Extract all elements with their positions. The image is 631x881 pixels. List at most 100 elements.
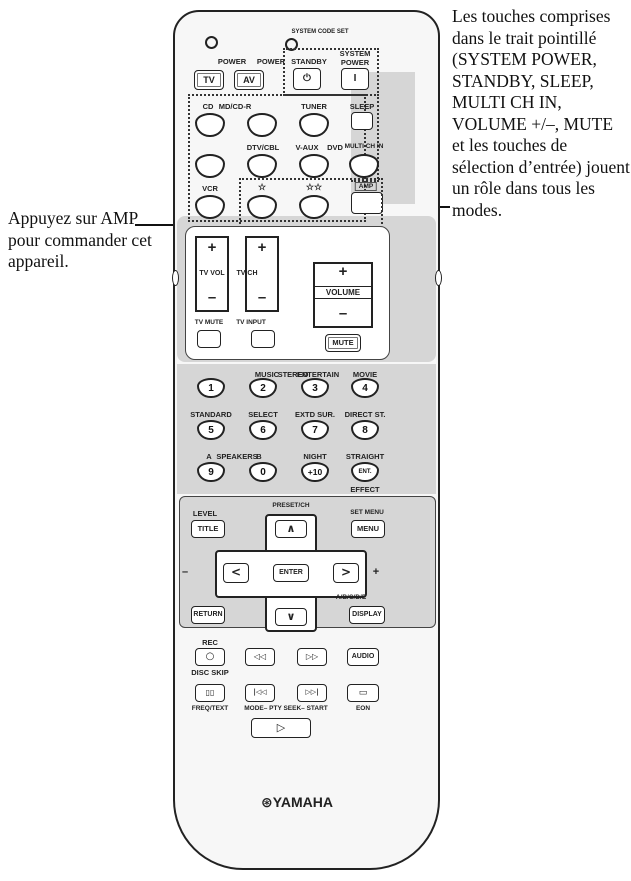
label-amp: AMP: [354, 182, 378, 191]
label-standby: STANDBY: [291, 57, 327, 66]
power-bar-icon: I: [353, 73, 357, 84]
tv-vol-minus-button[interactable]: –: [207, 289, 217, 306]
left-side-notch: [172, 270, 179, 286]
play-button[interactable]: ▷: [251, 718, 311, 738]
label-set-menu: SET MENU: [350, 509, 384, 516]
md-cdr-button[interactable]: [247, 113, 277, 137]
num-0-button[interactable]: 0: [249, 462, 277, 482]
num-5-button[interactable]: 5: [197, 420, 225, 440]
label-mode-pty: MODE– PTY SEEK– START: [244, 705, 328, 712]
label-nav-minus: –: [181, 566, 189, 578]
label-tv-mute: TV MUTE: [194, 319, 224, 326]
num-6-button[interactable]: 6: [249, 420, 277, 440]
cd-button[interactable]: [195, 113, 225, 137]
ent-button[interactable]: ENT.: [351, 462, 379, 482]
label-tv-ch: TV CH: [236, 270, 258, 277]
skip-forward-icon: ▷▷|: [305, 688, 319, 696]
num-plus10-button[interactable]: +10: [301, 462, 329, 482]
label-multi-ch-in: MULTI CH IN: [344, 143, 384, 150]
tv-input-rect-button[interactable]: [251, 330, 275, 348]
tv-button[interactable]: TV: [194, 70, 224, 90]
num-4-button[interactable]: 4: [351, 378, 379, 398]
mute-button[interactable]: MUTE: [325, 334, 361, 352]
dotted-outline-system-power: [283, 48, 379, 96]
return-button[interactable]: RETURN: [191, 606, 225, 624]
star2-button[interactable]: [299, 195, 329, 219]
label-system-power: POWER: [340, 58, 370, 67]
label-disc-skip: DISC SKIP: [191, 668, 229, 677]
label-v-aux: V-AUX: [295, 143, 319, 152]
rewind-icon: ◁◁: [253, 652, 267, 661]
menu-button[interactable]: MENU: [351, 520, 385, 538]
label-level: LEVEL: [192, 509, 218, 518]
rewind-button[interactable]: ◁◁: [245, 648, 275, 666]
rec-button[interactable]: ○: [195, 648, 225, 666]
tv-mute-button[interactable]: [197, 330, 221, 348]
dpad-down-button[interactable]: ∨: [275, 608, 307, 626]
num-9-button[interactable]: 9: [197, 462, 225, 482]
label-freq-text: FREQ/TEXT: [191, 705, 229, 712]
label-b: B: [256, 452, 262, 461]
label-standard: STANDARD: [190, 410, 232, 419]
record-icon: ○: [205, 651, 215, 662]
stop-button[interactable]: ▭: [347, 684, 379, 702]
num-1-button[interactable]: 1: [197, 378, 225, 398]
label-preset-ch: PRESET/CH: [272, 502, 310, 509]
av-button[interactable]: AV: [234, 70, 264, 90]
volume-plus-button[interactable]: +: [338, 263, 348, 280]
label-system-code-set: SYSTEM CODE SET: [291, 29, 349, 35]
skip-forward-button[interactable]: ▷▷|: [297, 684, 327, 702]
standby-icon: ⏻: [303, 73, 311, 84]
multi-ch-in-button[interactable]: [349, 154, 379, 178]
system-power-button[interactable]: I: [341, 68, 369, 90]
dpad-up-button[interactable]: ∧: [275, 520, 307, 538]
star1-button[interactable]: [247, 195, 277, 219]
sleep-button[interactable]: [351, 112, 373, 130]
label-extd-sur: EXTD SUR.: [294, 410, 336, 419]
label-tuner: TUNER: [301, 102, 327, 111]
label-nav-plus: +: [372, 566, 380, 578]
num-8-button[interactable]: 8: [351, 420, 379, 440]
audio-button[interactable]: AUDIO: [347, 648, 379, 666]
enter-button[interactable]: ENTER: [273, 564, 309, 582]
v-aux-dvd-button[interactable]: [299, 154, 329, 178]
label-straight: STRAIGHT: [345, 452, 385, 461]
label-night: NIGHT: [303, 452, 327, 461]
label-rec: REC: [202, 638, 218, 647]
tv-ch-minus-button[interactable]: –: [257, 289, 267, 306]
label-system: SYSTEM: [339, 49, 371, 58]
label-music: MUSIC: [254, 370, 280, 379]
skip-back-button[interactable]: |◁◁: [245, 684, 275, 702]
fast-forward-icon: ▷▷: [305, 652, 319, 661]
tv-ch-plus-button[interactable]: +: [257, 239, 267, 256]
tuner-button[interactable]: [299, 113, 329, 137]
code-set-hole: [285, 38, 298, 51]
label-star2: ☆☆: [305, 182, 323, 192]
chevron-down-icon: ∨: [286, 610, 296, 623]
num-7-button[interactable]: 7: [301, 420, 329, 440]
pause-button[interactable]: ▯▯: [195, 684, 225, 702]
dtv-cbl-button[interactable]: [247, 154, 277, 178]
stop-icon: ▭: [358, 688, 368, 698]
tv-vol-plus-button[interactable]: +: [207, 239, 217, 256]
dotted-outline-sleep: [351, 94, 379, 182]
num-3-button[interactable]: 3: [301, 378, 329, 398]
label-dtv-cbl: DTV/CBL: [246, 143, 280, 152]
volume-minus-button[interactable]: –: [338, 305, 348, 322]
vcr-button[interactable]: [195, 195, 225, 219]
label-abcde: A/B/C/D/E: [335, 594, 367, 601]
label-eon: EON: [355, 705, 371, 712]
tv-input-button[interactable]: [195, 154, 225, 178]
dpad-right-button[interactable]: >: [333, 563, 359, 583]
num-2-button[interactable]: 2: [249, 378, 277, 398]
title-button[interactable]: TITLE: [191, 520, 225, 538]
label-volume: VOLUME: [313, 286, 373, 299]
label-direct-st: DIRECT ST.: [344, 410, 386, 419]
standby-button[interactable]: ⏻: [293, 68, 321, 90]
dotted-outline-stars: [239, 178, 383, 224]
indicator-led: [205, 36, 218, 49]
dpad-left-button[interactable]: <: [223, 563, 249, 583]
tv-vol-rocker: [195, 236, 229, 312]
fast-forward-button[interactable]: ▷▷: [297, 648, 327, 666]
display-button[interactable]: DISPLAY: [349, 606, 385, 624]
